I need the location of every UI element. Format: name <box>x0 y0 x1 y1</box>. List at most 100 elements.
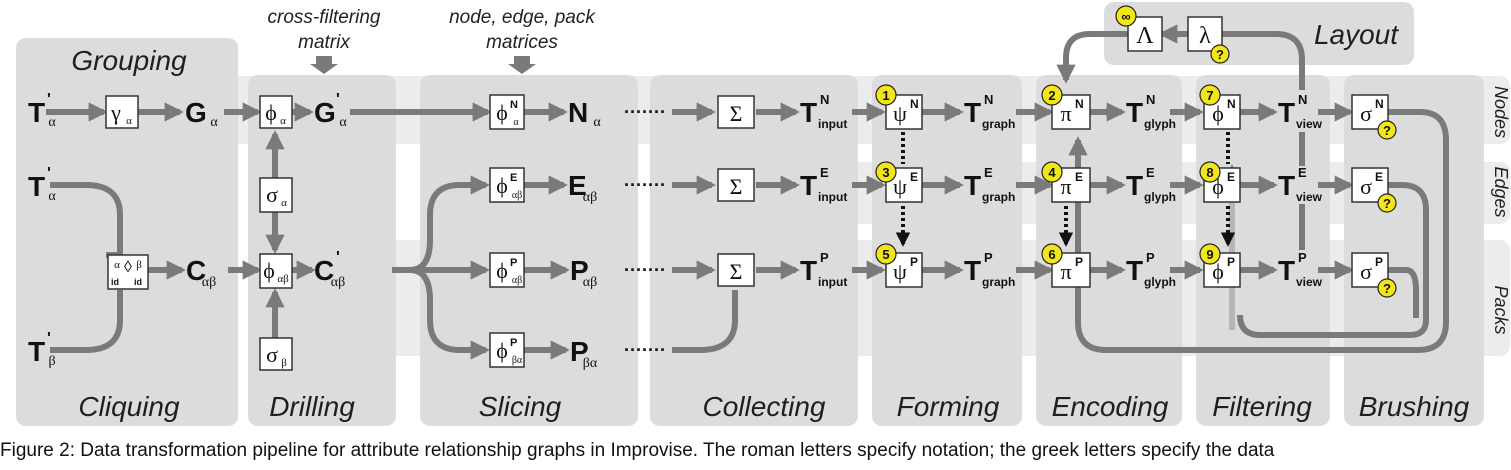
op-sigmaN-brush: σ <box>1360 101 1372 126</box>
box-sigmaN-brush <box>1351 94 1389 130</box>
badge-7: 7 <box>1199 84 1221 106</box>
badge-2: 2 <box>1041 84 1063 106</box>
sym-N-alpha-sub: α <box>593 115 601 130</box>
sym-T-alpha-clique: T ' α <box>28 165 56 204</box>
badge-7-label: 7 <box>1206 88 1213 103</box>
op-phiP-ba-sub: βα <box>512 355 523 366</box>
op-sigmaN-brush-sup: N <box>1375 97 1384 111</box>
op-sigma-b: σ <box>266 342 278 367</box>
stage-drilling: Drilling <box>269 391 355 422</box>
sym-T-glyph-E-sup: E <box>1146 165 1155 180</box>
sym-T-view-P-sup: P <box>1298 250 1307 265</box>
box-sigma-a <box>259 177 293 213</box>
sym-T-view-E: T E view <box>1278 165 1323 204</box>
sym-T-input-N-base: T <box>800 97 817 128</box>
sym-N-alpha-base: N <box>568 97 588 128</box>
badge-8: 8 <box>1199 161 1221 183</box>
arrow-brushE-feedback <box>1237 182 1429 338</box>
step-badges: 1 3 5 2 4 6 7 8 9 ∞ ? ? ? ? <box>875 5 1397 298</box>
stage-collecting: Collecting <box>703 391 826 422</box>
arrow-Ta-clique <box>50 182 123 258</box>
sym-T-view-N-sub: view <box>1296 117 1323 131</box>
box-gamma <box>105 95 139 129</box>
op-phiN-filter: ϕ <box>1212 101 1224 126</box>
badge-9: 9 <box>1199 243 1221 265</box>
lane-nodes: Nodes <box>1491 86 1511 138</box>
sym-G-alpha-base: G <box>185 97 207 128</box>
op-phi-a: ϕ <box>265 100 277 125</box>
op-phiN-sub: α <box>513 117 519 128</box>
sym-T-view-N: T N view <box>1278 92 1323 131</box>
badge-infinity-label: ∞ <box>1121 9 1130 24</box>
op-phiE-filter: ϕ <box>1212 174 1224 199</box>
background-panels <box>16 2 1510 426</box>
badge-2-circle <box>1041 84 1063 106</box>
badge-q-lambda: ? <box>1210 44 1230 64</box>
badge-3-circle <box>875 161 897 183</box>
arrow-Lambda-piN <box>1056 31 1128 84</box>
badge-3: 3 <box>875 161 897 183</box>
op-clique-alpha: α <box>114 259 120 271</box>
sym-T-graph-P-base: T <box>964 255 981 286</box>
op-phiE-sup: E <box>510 172 517 184</box>
op-phiP-ab-sup: P <box>510 257 517 269</box>
op-psiP: ψ <box>893 259 907 284</box>
sym-T-alpha-top-base: T <box>28 97 45 128</box>
arrow-view-lambda <box>1222 31 1305 90</box>
op-phiN-sup: N <box>510 99 518 111</box>
sym-T-graph-E: T E graph <box>964 165 1015 204</box>
arrow-Tb-clique <box>50 290 123 353</box>
lane-band-edges-left <box>420 162 638 224</box>
badge-7-circle <box>1199 84 1221 106</box>
badge-infinity: ∞ <box>1115 5 1137 27</box>
op-piN-sup: N <box>1075 97 1084 111</box>
op-sigma-a-sub: α <box>281 197 287 209</box>
badge-q-N-circle <box>1377 120 1397 140</box>
badge-1-circle <box>875 84 897 106</box>
ellipsis-edges: ······· <box>624 175 666 195</box>
sym-T-graph-N-base: T <box>964 97 981 128</box>
sym-T-glyph-E: T E glyph <box>1126 165 1176 204</box>
arrow-brushN-feedback <box>1068 109 1449 353</box>
sym-Cp-ab: C ' αβ <box>314 249 345 290</box>
stage-brushing: Brushing <box>1359 391 1470 422</box>
badge-q-E: ? <box>1377 193 1397 213</box>
sym-T-beta: T ' β <box>28 330 56 369</box>
sym-T-glyph-P-sub: glyph <box>1144 275 1176 289</box>
badge-infinity-circle <box>1115 5 1137 27</box>
badge-5: 5 <box>875 243 897 265</box>
figure-caption: Figure 2: Data transformation pipeline f… <box>0 440 1275 461</box>
stage-slicing: Slicing <box>479 391 562 422</box>
sym-Gp-alpha: G ' α <box>314 91 347 130</box>
badge-q-P-label: ? <box>1383 281 1391 296</box>
box-sigma-b <box>259 337 293 371</box>
sym-T-alpha-clique-sub: α <box>48 189 56 204</box>
sym-T-alpha-clique-prime: ' <box>47 165 51 182</box>
sym-P-ba-base: P <box>570 336 589 367</box>
box-phi-a <box>259 95 293 129</box>
op-phiN-filter-sup: N <box>1227 97 1236 111</box>
op-piE: π <box>1060 174 1071 199</box>
op-phi-ab-sub: αβ <box>277 273 289 285</box>
sym-C-ab-sub: αβ <box>202 275 216 290</box>
sym-T-input-N-sup: N <box>820 92 829 107</box>
op-phiE-filter-sup: E <box>1227 170 1235 184</box>
sym-T-graph-P: T P graph <box>964 250 1015 289</box>
sym-T-input-N: T N input <box>800 92 847 131</box>
badge-q-N-label: ? <box>1383 123 1391 138</box>
sym-T-glyph-P-base: T <box>1126 255 1143 286</box>
sym-T-graph-N-sup: N <box>984 92 993 107</box>
op-gamma: γ <box>110 100 121 125</box>
op-gamma-sub: α <box>126 115 132 127</box>
sym-T-input-E-sup: E <box>820 165 829 180</box>
badge-q-E-label: ? <box>1383 196 1391 211</box>
sym-T-input-E-base: T <box>800 170 817 201</box>
op-phiP-ab-sub: αβ <box>512 275 522 286</box>
badge-q-lambda-label: ? <box>1216 47 1224 62</box>
sym-T-graph-P-sub: graph <box>982 275 1015 289</box>
box-phiN <box>489 94 525 130</box>
sym-T-graph-N-sub: graph <box>982 117 1015 131</box>
arrow-brushP-feedback <box>1388 267 1419 318</box>
sym-T-beta-base: T <box>28 336 45 367</box>
op-lambda: λ <box>1199 23 1211 49</box>
